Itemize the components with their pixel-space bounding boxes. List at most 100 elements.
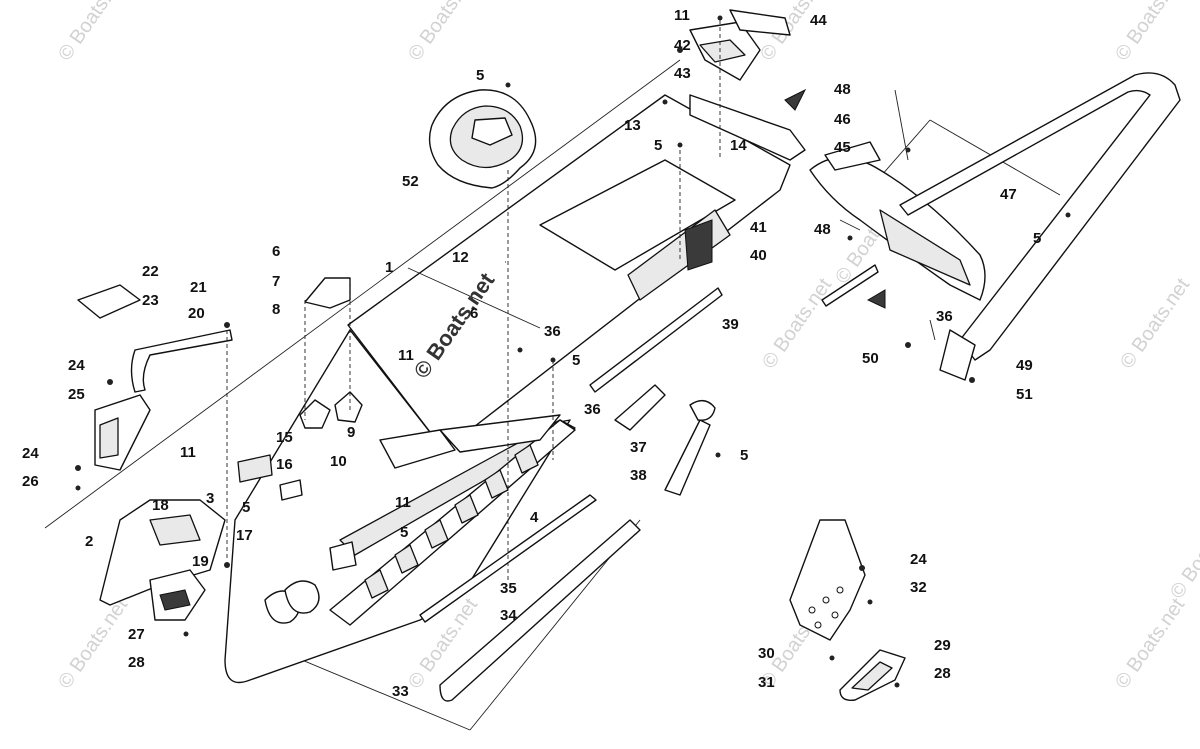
callout-39: 39 [722,316,739,333]
callout-15: 15 [276,429,293,446]
part-22 [77,284,141,319]
footrest [789,519,866,641]
callout-labels: 1 2 3 4 5 5 5 5 5 5 5 6 6 7 8 9 10 11 11… [22,7,1041,700]
callout-9: 9 [347,424,355,441]
callout-33: 33 [392,683,409,700]
callout-11: 11 [395,494,411,511]
callout-26: 26 [22,473,39,490]
running-board [329,414,576,626]
bracket-8 [304,277,351,309]
watermark-layer: © Boats.net © Boats.net © Boats.net © Bo… [54,0,1200,693]
watermark: © Boats.net [1116,274,1194,373]
callout-24: 24 [910,551,927,568]
watermark: © Boats.net [54,594,132,693]
callout-5: 5 [1033,230,1041,247]
callout-7: 7 [272,273,280,290]
bar-14 [689,94,806,161]
callout-52: 52 [402,173,419,190]
callout-51: 51 [1016,386,1033,403]
callout-11: 11 [398,347,414,364]
callout-5: 5 [654,137,662,154]
callout-35: 35 [500,580,517,597]
callout-41: 41 [750,219,767,236]
callout-24: 24 [68,357,85,374]
rail-39 [589,287,723,393]
callout-11: 11 [180,444,196,461]
plate-9 [299,391,363,429]
watermark: © Boats.net [1111,594,1189,693]
callout-13: 13 [624,117,641,134]
bracket-25 [94,394,151,471]
callout-6: 6 [470,305,478,322]
callout-36: 36 [584,401,601,418]
callout-1: 1 [385,259,393,276]
handle-23 [130,329,233,393]
callout-47: 47 [1000,186,1017,203]
callout-5: 5 [242,499,250,516]
callout-8: 8 [272,301,280,318]
callout-5: 5 [740,447,748,464]
callout-12: 12 [452,249,469,266]
watermark: © Boats.net [54,0,132,65]
direction-arrows [784,88,886,309]
callout-46: 46 [834,111,851,128]
callout-2: 2 [85,533,93,550]
callout-14: 14 [730,137,747,154]
rod-48 [821,264,879,307]
watermark: © Boats.net [404,0,482,65]
callout-34: 34 [500,607,517,624]
callout-49: 49 [1016,357,1033,374]
callout-43: 43 [674,65,691,82]
watermark: © Boats.net [1166,504,1200,603]
callout-48: 48 [814,221,831,238]
callout-17: 17 [236,527,253,544]
strap-38 [664,400,716,496]
callout-45: 45 [834,139,851,156]
callout-10: 10 [330,453,347,470]
seat-pad [428,89,537,189]
watermark: © Boats.net [1111,0,1189,65]
callout-27: 27 [128,626,145,643]
callout-28: 28 [934,665,951,682]
watermark: © Boats.net [758,274,836,373]
leader-lines [226,20,936,580]
callout-22: 22 [142,263,159,280]
callout-11: 11 [674,7,690,24]
flap-47 [809,141,986,301]
callout-37: 37 [630,439,647,456]
bracket-43 [689,9,791,81]
callout-4: 4 [530,509,539,526]
callout-31: 31 [758,674,775,691]
callout-5: 5 [400,524,408,541]
part-29 [839,649,906,701]
front-plate-left [99,499,226,621]
callout-24: 24 [22,445,39,462]
callout-16: 16 [276,456,293,473]
callout-3: 3 [206,490,214,507]
callout-29: 29 [934,637,951,654]
callout-36: 36 [544,323,561,340]
callout-32: 32 [910,579,927,596]
callout-5: 5 [572,352,580,369]
callout-25: 25 [68,386,85,403]
bracket-37 [614,384,666,431]
bumper-49 [899,72,1181,381]
callout-44: 44 [810,12,827,29]
callout-48: 48 [834,81,851,98]
reference-lines [44,59,1061,731]
callout-18: 18 [152,497,169,514]
callout-6: 6 [272,243,280,260]
fasteners [75,15,1071,688]
callout-21: 21 [190,279,207,296]
callout-5: 5 [476,67,484,84]
callout-40: 40 [750,247,767,264]
callout-28: 28 [128,654,145,671]
module-16 [237,454,303,501]
callout-30: 30 [758,645,775,662]
callout-50: 50 [862,350,879,367]
callout-23: 23 [142,292,159,309]
callout-19: 19 [192,553,209,570]
callout-36: 36 [936,308,953,325]
callout-20: 20 [188,305,205,322]
